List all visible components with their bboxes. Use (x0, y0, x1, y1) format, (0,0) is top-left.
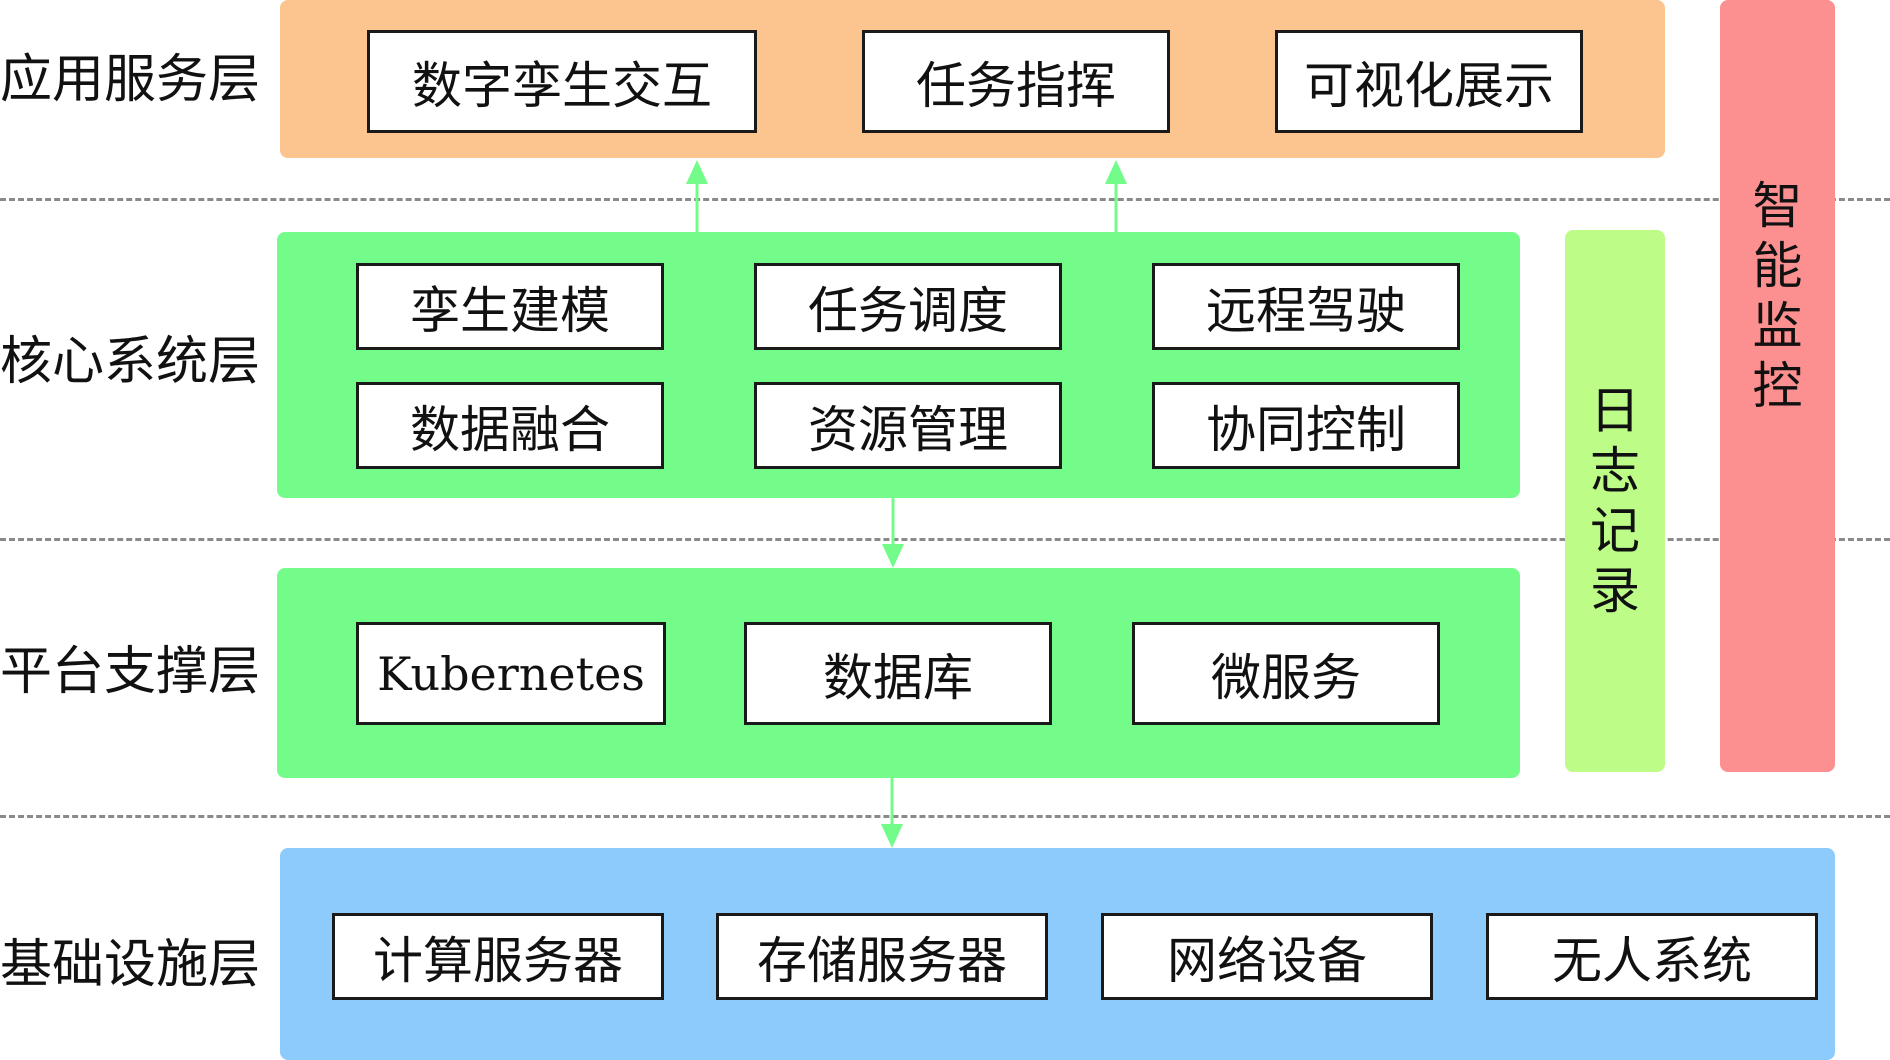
module-twin-modeling: 孪生建模 (356, 263, 664, 350)
arrow-head (882, 544, 904, 568)
monitoring-char: 监 (1752, 297, 1803, 355)
logging-char: 记 (1590, 502, 1640, 560)
module-resource-management: 资源管理 (754, 382, 1062, 469)
module-cooperative-control: 协同控制 (1152, 382, 1460, 469)
layer-label-core: 核心系统层 (0, 332, 261, 392)
layer-divider (0, 815, 1890, 818)
layer-divider (0, 198, 1890, 201)
layer-label-platform: 平台支撑层 (0, 642, 261, 702)
module-remote-driving: 远程驾驶 (1152, 263, 1460, 350)
layer-label-infrastructure: 基础设施层 (0, 935, 261, 995)
layer-label-application: 应用服务层 (0, 50, 261, 110)
module-microservices: 微服务 (1132, 622, 1440, 725)
logging-char: 志 (1590, 442, 1640, 500)
module-unmanned-system: 无人系统 (1486, 913, 1818, 1000)
arrow-head (881, 824, 903, 848)
monitoring-bar: 智 能 监 控 (1720, 0, 1835, 772)
arrow-head (686, 160, 708, 184)
module-task-scheduling: 任务调度 (754, 263, 1062, 350)
arrow-head (1105, 160, 1127, 184)
module-data-fusion: 数据融合 (356, 382, 664, 469)
logging-bar: 日 志 记 录 (1565, 230, 1665, 772)
module-kubernetes: Kubernetes (356, 622, 666, 725)
monitoring-char: 智 (1752, 177, 1803, 235)
layer-divider (0, 538, 1890, 541)
module-database: 数据库 (744, 622, 1052, 725)
module-compute-server: 计算服务器 (332, 913, 664, 1000)
logging-char: 日 (1590, 382, 1640, 440)
monitoring-char: 能 (1752, 237, 1803, 295)
module-digital-twin-interaction: 数字孪生交互 (367, 30, 757, 133)
module-task-command: 任务指挥 (862, 30, 1170, 133)
monitoring-char: 控 (1752, 357, 1803, 415)
module-visualization: 可视化展示 (1275, 30, 1583, 133)
logging-char: 录 (1590, 562, 1640, 620)
module-storage-server: 存储服务器 (716, 913, 1048, 1000)
module-network-device: 网络设备 (1101, 913, 1433, 1000)
